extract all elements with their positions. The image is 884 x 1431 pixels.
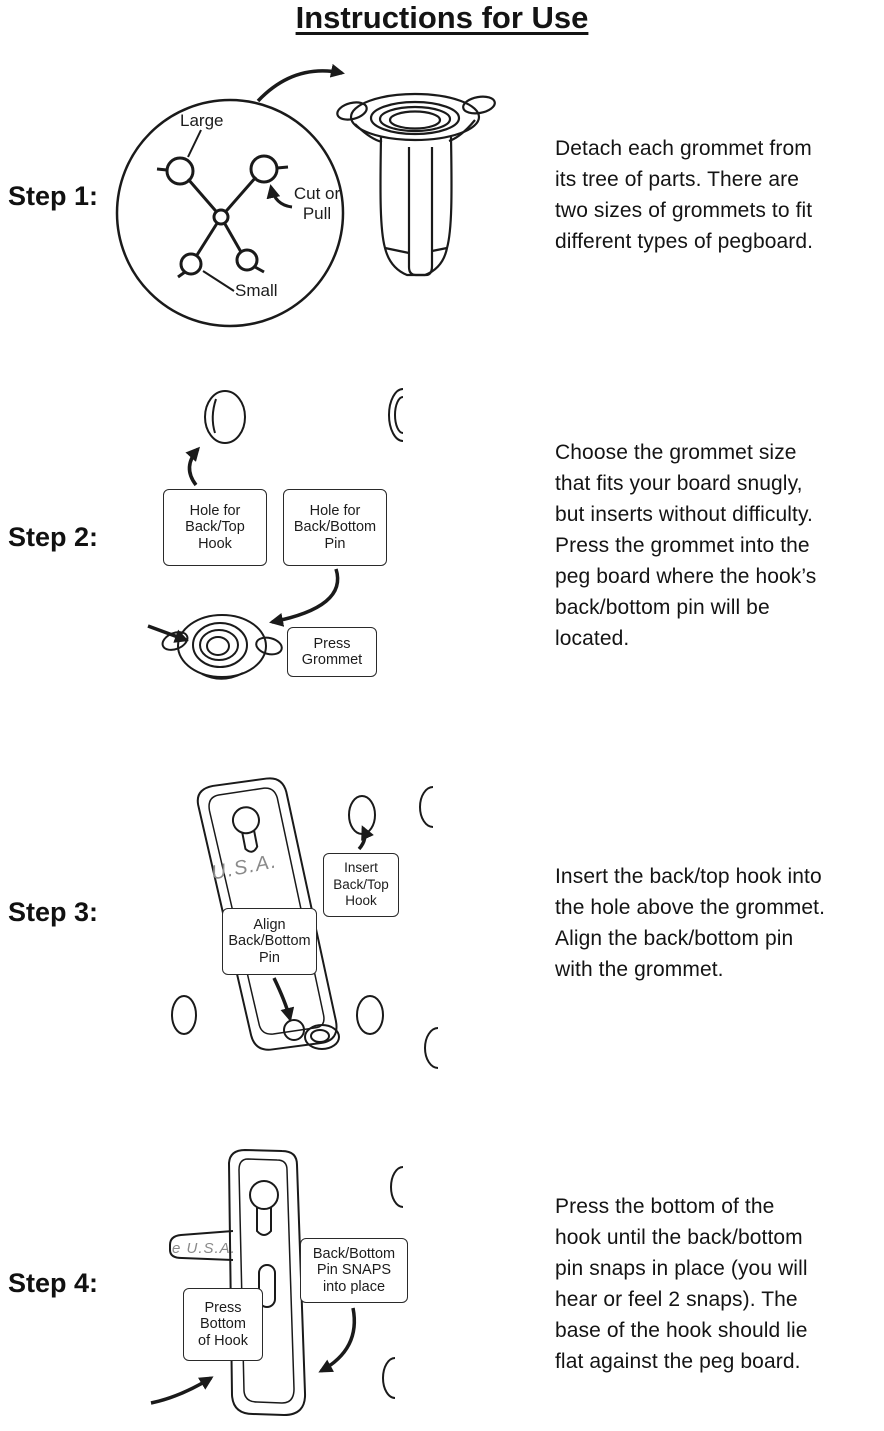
pegboard-hole [171,995,197,1035]
pegboard-hole [348,795,376,835]
grommet-tree [156,154,289,279]
small-grommet-ring [235,248,259,272]
step-4-illustration: e U.S.A. Back/Bottom Pin SNAPS into plac… [145,1145,460,1431]
align-arrow [272,977,295,1022]
pegboard-hole-partial [390,1166,404,1208]
step-1-illustration: Large Cut or Pull Small [108,55,510,335]
callout-hole-for-back-top-hook: Hole for Back/Top Hook [163,489,267,566]
callout-insert-back-top-hook: Insert Back/Top Hook [323,853,399,917]
snaps-arrow [318,1307,357,1373]
grommet-wing [255,636,283,656]
callout-press-bottom-of-hook: Press Bottom of Hook [183,1288,263,1361]
large-pointer-line [187,129,202,158]
hook-keyhole [231,806,260,835]
pegboard-hook: e U.S.A. [169,1148,307,1417]
callout-back-bottom-pin-snaps: Back/Bottom Pin SNAPS into place [300,1238,408,1303]
pegboard-hook: U.S.A. [196,777,338,1051]
step-3-illustration: U.S.A. Insert Back/Top Hook Align Back/B… [170,775,460,1082]
hook-keyhole [249,1180,279,1210]
pegboard-hole-partial [388,388,404,442]
callout-press-grommet: Press Grommet [287,627,377,677]
grommet-wing [462,95,496,115]
step-4-diagram: e U.S.A. [150,1148,404,1417]
step-3-text: Insert the back/top hook into the hole a… [555,865,826,981]
step-2-text: Choose the grommet size that fits your b… [555,441,817,650]
step-3-label: Step 3: [8,897,99,927]
cut-or-pull-arrow [266,184,293,209]
step-2-label: Step 2: [8,522,99,552]
magnifier-circle [115,98,345,328]
hook-embossed-text: e U.S.A. [172,1240,236,1257]
label-small: Small [235,281,278,300]
small-pointer-line [202,270,235,292]
step-3-diagram: U.S.A. [171,777,439,1069]
step-4-label: Step 4: [8,1268,99,1298]
callout-align-back-bottom-pin: Align Back/Bottom Pin [222,908,317,975]
step-1-diagram [115,63,496,328]
grommet-3d [336,92,496,277]
pegboard-hole [356,995,384,1035]
step-1-text: Detach each grommet from its tree of par… [555,137,814,253]
label-cut-or-pull: Cut or Pull [293,184,341,223]
hook-flange [169,1230,234,1261]
step-2-diagram [147,388,404,680]
insert-arrow [357,825,374,851]
pegboard-hole [204,390,246,444]
pegboard-hole-partial [419,786,434,828]
page-title: Instructions for Use [295,0,589,35]
pegboard-hole-partial [382,1357,396,1399]
detach-arrow [256,63,345,103]
step-4-text: Press the bottom of the hook until the b… [555,1195,808,1373]
press-arrow [150,1376,214,1405]
hook-slot [258,1264,276,1308]
small-grommet-ring [179,252,203,276]
step-2-illustration: Hole for Back/Top Hook Hole for Back/Bot… [140,375,460,690]
grommet-front [161,614,283,680]
large-grommet-ring [249,154,279,184]
large-grommet-ring [165,156,195,186]
step-1-label: Step 1: [8,181,99,211]
grommet-arrow [269,568,340,627]
grommet-side [304,1024,340,1050]
label-large: Large [180,111,224,130]
hole-arrow [185,446,200,487]
grommet-wing [336,101,368,121]
callout-hole-for-back-bottom-pin: Hole for Back/Bottom Pin [283,489,387,566]
pegboard-hole-partial [424,1027,439,1069]
